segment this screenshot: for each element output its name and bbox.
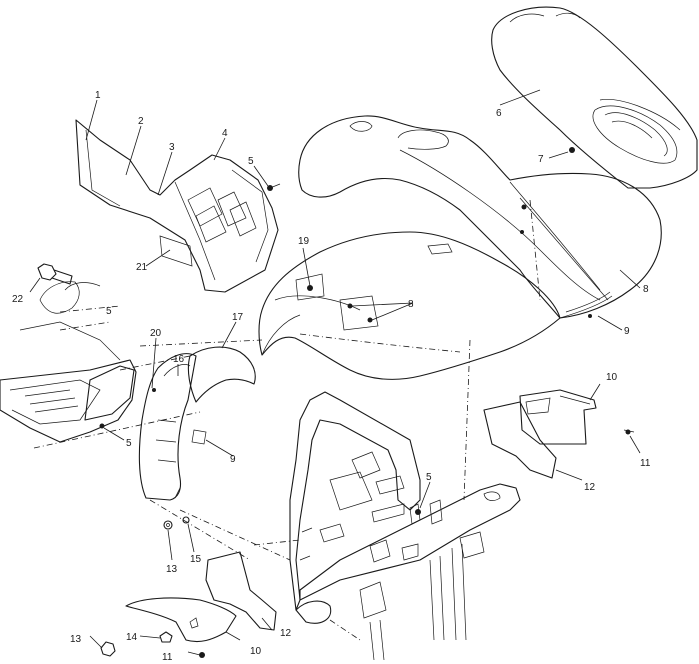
callout-15: 15 (190, 554, 202, 565)
callout-8-center: 8 (408, 299, 414, 310)
bolt-11-bottom (199, 652, 205, 658)
callout-5-upper: 5 (248, 156, 254, 167)
fastener-7 (569, 147, 575, 153)
leader-lines (29, 89, 641, 656)
callout-labels: 1 2 3 4 5 6 7 8 8 9 9 19 17 16 20 5 21 2… (12, 90, 651, 663)
part-10-12-brackets (483, 389, 597, 479)
fastener-19 (307, 285, 313, 291)
nut-13-bottom (100, 641, 116, 657)
callout-14: 14 (126, 632, 138, 643)
part-1-4-side-panel (75, 119, 279, 293)
callout-10-right: 10 (606, 372, 618, 383)
callout-11-bottom: 11 (162, 652, 173, 663)
frame-structure (289, 391, 521, 661)
callout-5-right: 5 (426, 472, 432, 483)
callout-16: 16 (173, 354, 185, 365)
fasteners (99, 147, 635, 658)
callout-5-left: 5 (126, 438, 132, 449)
callout-4: 4 (222, 128, 228, 139)
washer-15 (182, 516, 190, 524)
fastener-5-right (415, 509, 421, 515)
fastener-9-lower (588, 314, 592, 318)
callout-6: 6 (496, 108, 502, 119)
fastener-8-b (367, 317, 373, 323)
part-6-rear-cover (491, 6, 698, 189)
part-16-17-fender-flare (138, 346, 256, 501)
fastener-5-left (99, 423, 105, 429)
callout-12-right: 12 (584, 482, 596, 493)
callout-12-bottom: 12 (280, 628, 292, 639)
fastener-20 (152, 388, 156, 392)
callout-13-mid: 13 (166, 564, 178, 575)
callout-17: 17 (232, 312, 244, 323)
callout-3: 3 (169, 142, 175, 153)
fastener-9-mid (520, 230, 524, 234)
callout-9-right: 9 (624, 326, 630, 337)
callout-8-right: 8 (643, 284, 649, 295)
callout-7: 7 (538, 154, 544, 165)
callout-13-bottom: 13 (70, 634, 82, 645)
callout-10-bottom: 10 (250, 646, 262, 657)
nut-14 (159, 631, 173, 643)
callout-1: 1 (95, 90, 101, 101)
callout-9-left: 9 (230, 454, 236, 465)
callout-20: 20 (150, 328, 162, 339)
part-10-skid-plate (125, 551, 277, 643)
fastener-8-a (347, 303, 353, 309)
washer-13 (163, 520, 173, 530)
assembly-lines (33, 199, 541, 641)
hood-main-body (258, 231, 561, 380)
part-8-front-fender (298, 115, 662, 319)
part-22-bolt (37, 263, 73, 285)
callout-5-left-top: 5 (106, 306, 112, 317)
callout-21: 21 (136, 262, 148, 273)
left-footwell (0, 281, 137, 443)
callout-2: 2 (138, 116, 144, 127)
callout-19: 19 (298, 236, 310, 247)
callout-11-right: 11 (640, 458, 651, 469)
callout-22: 22 (12, 294, 24, 305)
fastener-9-upper (521, 204, 527, 210)
